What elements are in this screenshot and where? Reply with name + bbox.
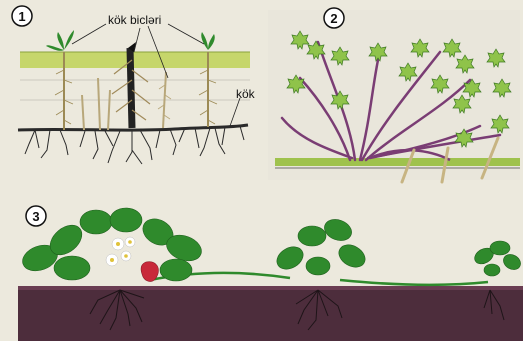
label-root: kök [236, 87, 256, 101]
sucker-right [199, 32, 217, 127]
leaf-icon [46, 30, 74, 51]
ground-strip [20, 52, 250, 68]
panel-1-root-suckers: 1 kök bicləri kök [12, 6, 256, 164]
panel-3-number: 3 [32, 209, 39, 224]
label-root-buds: kök bicləri [108, 13, 161, 27]
circle-number-badge: 3 [26, 206, 46, 226]
soil-band [18, 286, 523, 341]
panel-1-number: 1 [18, 9, 25, 24]
runner-stem [340, 280, 488, 285]
mother-plant [19, 208, 205, 281]
ground-strip [275, 158, 520, 166]
panel-2-layering: 2 [268, 8, 520, 182]
panel-3-runners: 3 [18, 206, 523, 341]
panel-2-number: 2 [330, 11, 337, 26]
label-leader-lines [72, 24, 240, 126]
leaf-icon [201, 32, 215, 50]
circle-number-badge: 2 [324, 8, 344, 28]
young-plant [472, 241, 523, 276]
fine-roots [25, 126, 244, 164]
strawberry-icon [141, 262, 158, 282]
circle-number-badge: 1 [12, 6, 32, 26]
dead-stems [82, 78, 110, 130]
daughter-plant [273, 216, 369, 275]
